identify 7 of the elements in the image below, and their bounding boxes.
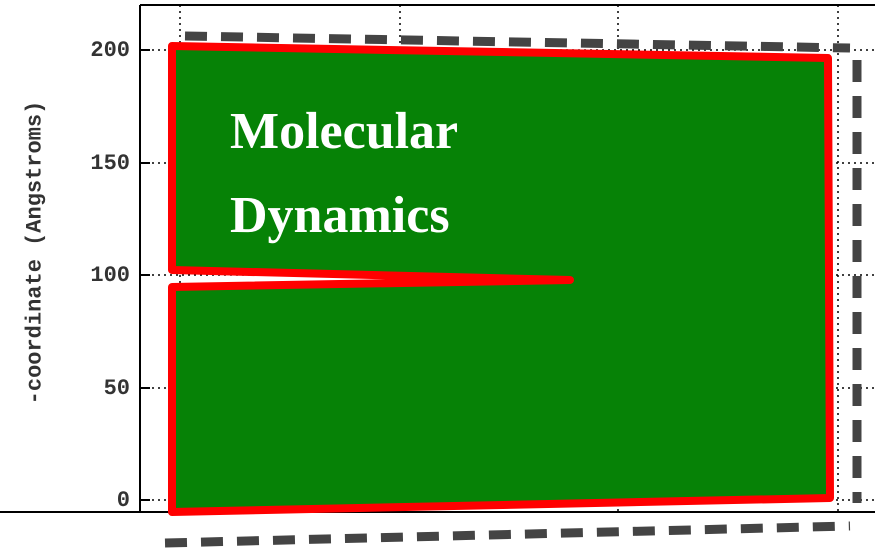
tick-label: 100 [90, 265, 130, 287]
tick-label: 0 [116, 490, 130, 512]
tick-label: 50 [104, 378, 130, 400]
region-label: Molecular Dynamics [230, 102, 458, 246]
tick-label: 200 [90, 40, 130, 62]
axis-title: -coordinate (Angstroms) [22, 100, 48, 406]
tick-label: 150 [90, 153, 130, 175]
